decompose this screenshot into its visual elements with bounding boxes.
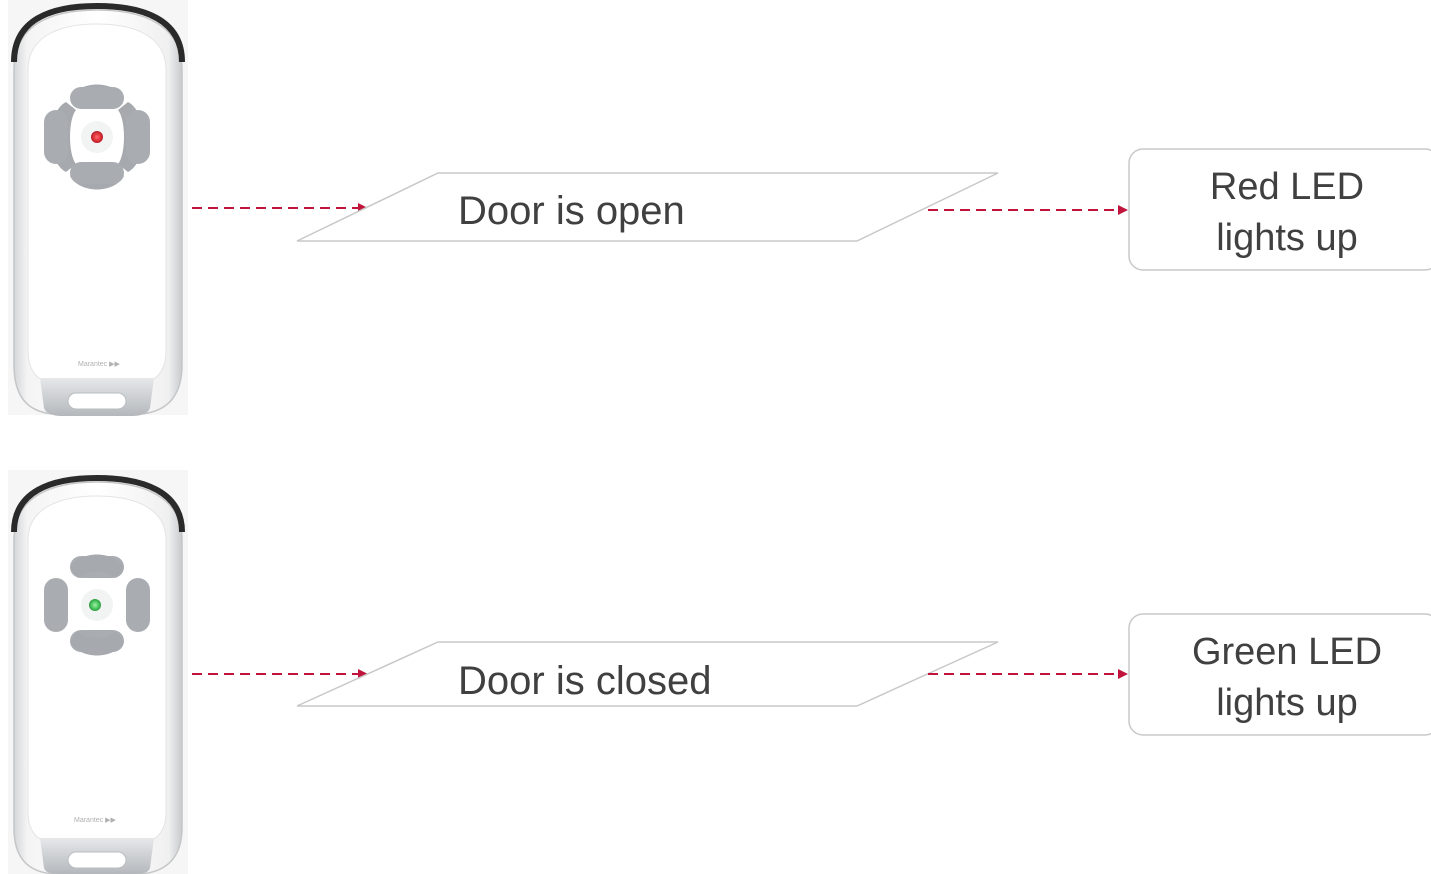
outcome-line-2: lights up bbox=[1216, 682, 1358, 724]
svg-text:Marantec ▶▶: Marantec ▶▶ bbox=[78, 361, 121, 368]
outcome-line-2: lights up bbox=[1216, 217, 1358, 259]
outcome-line-1: Green LED bbox=[1192, 631, 1382, 673]
outcome-line-1: Red LED bbox=[1210, 166, 1364, 208]
condition-shape bbox=[296, 172, 999, 242]
row-door-closed: Marantec ▶▶ Door is closed Green LED lig… bbox=[8, 470, 1431, 874]
remote-control-icon: Marantec ▶▶ bbox=[8, 470, 188, 874]
condition-label: Door is open bbox=[458, 189, 685, 233]
condition-shape bbox=[296, 641, 999, 707]
outcome-box bbox=[1128, 613, 1431, 736]
svg-text:Marantec ▶▶: Marantec ▶▶ bbox=[74, 817, 117, 824]
green-led-indicator bbox=[89, 599, 101, 611]
red-led-indicator bbox=[91, 131, 103, 143]
outcome-box bbox=[1128, 148, 1431, 271]
remote-control-icon: Marantec ▶▶ bbox=[8, 0, 188, 416]
condition-label: Door is closed bbox=[458, 659, 711, 703]
row-door-open: Marantec ▶▶ Door is open Red LED lights … bbox=[8, 0, 1431, 416]
